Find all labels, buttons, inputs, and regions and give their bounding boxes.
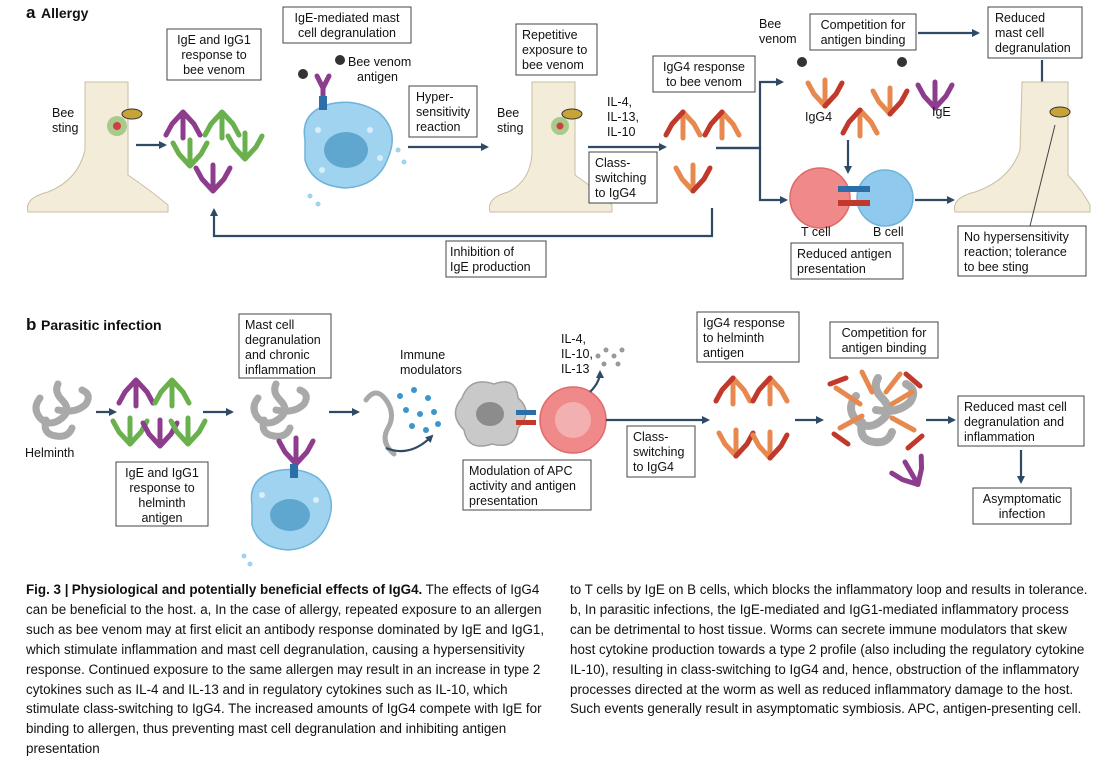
reduced-antigen-box	[790, 242, 904, 280]
repetitive-exposure-box	[515, 23, 598, 76]
cytokines-label-a: IL-4,IL-13,IL-10	[607, 95, 639, 139]
mast-cell-degranulation-box	[282, 6, 412, 44]
igg4-response-box-b	[696, 311, 800, 363]
helminth-label: Helminth	[25, 446, 74, 460]
caption-right: to T cells by IgE on B cells, which bloc…	[570, 580, 1090, 719]
competition-box-b	[829, 321, 939, 359]
mast-cell-illustration-b	[241, 464, 333, 567]
t-cell-b-cell-illustration	[789, 167, 914, 229]
caption-left: Fig. 3 | Physiological and potentially b…	[26, 580, 546, 759]
helminth-competition-illustration	[827, 369, 933, 493]
panel-b-letter: b	[26, 315, 36, 334]
helminth-illustration-2	[250, 380, 313, 464]
panel-a-letter: a	[26, 3, 36, 22]
caption-right-text: to T cells by IgE on B cells, which bloc…	[570, 582, 1088, 717]
apc-illustration	[454, 381, 607, 454]
leg-illustration-1	[26, 81, 169, 213]
panel-a-title: Allergy	[41, 5, 89, 21]
b-cell-label: B cell	[873, 225, 904, 239]
class-switching-box-a	[588, 151, 658, 204]
igg4-antibodies-b	[716, 378, 787, 458]
helminth-illustration-1	[32, 380, 92, 440]
ige-label: IgE	[932, 105, 951, 119]
antigen-dot	[298, 69, 308, 79]
modulation-apc-box	[462, 459, 592, 511]
reduced-mast-box-b	[957, 395, 1085, 447]
competition-box-a	[809, 13, 917, 51]
cytokines-label-b: IL-4,IL-10,IL-13	[561, 332, 593, 376]
cytokine-dots	[595, 347, 625, 367]
asymptomatic-box	[972, 487, 1072, 525]
ige-igg1-antibodies-b	[113, 380, 205, 446]
t-cell-label: T cell	[801, 225, 831, 239]
no-hypersensitivity-box	[957, 225, 1087, 277]
igg4-label: IgG4	[805, 110, 832, 124]
mast-cell-inflammation-box	[238, 313, 332, 379]
bee-icon	[121, 108, 143, 120]
hypersensitivity-box	[408, 85, 478, 138]
figure-number: Fig. 3 |	[26, 582, 69, 597]
class-switching-box-b	[626, 425, 696, 478]
panel-b-title: Parasitic infection	[41, 317, 162, 333]
inhibition-box	[445, 240, 547, 278]
competition-antibodies-a	[797, 57, 952, 136]
leg-illustration-2	[488, 81, 613, 213]
ige-igg1-response-box-b	[115, 461, 209, 527]
figure-title: Physiological and potentially beneficial…	[71, 582, 423, 597]
caption-left-text: The effects of IgG4 can be beneficial to…	[26, 582, 545, 757]
mast-cell-illustration	[298, 55, 407, 207]
ige-igg1-response-box	[166, 28, 262, 81]
reduced-mast-box-a	[987, 6, 1083, 59]
t-cell	[789, 167, 851, 229]
igg4-response-box-a	[652, 55, 756, 93]
igg4-antibodies-a	[666, 112, 739, 191]
leg-illustration-3	[953, 81, 1091, 213]
ige-igg1-antibodies	[166, 112, 262, 191]
b-cell	[856, 169, 914, 227]
immune-modulators-illustration	[363, 387, 441, 457]
